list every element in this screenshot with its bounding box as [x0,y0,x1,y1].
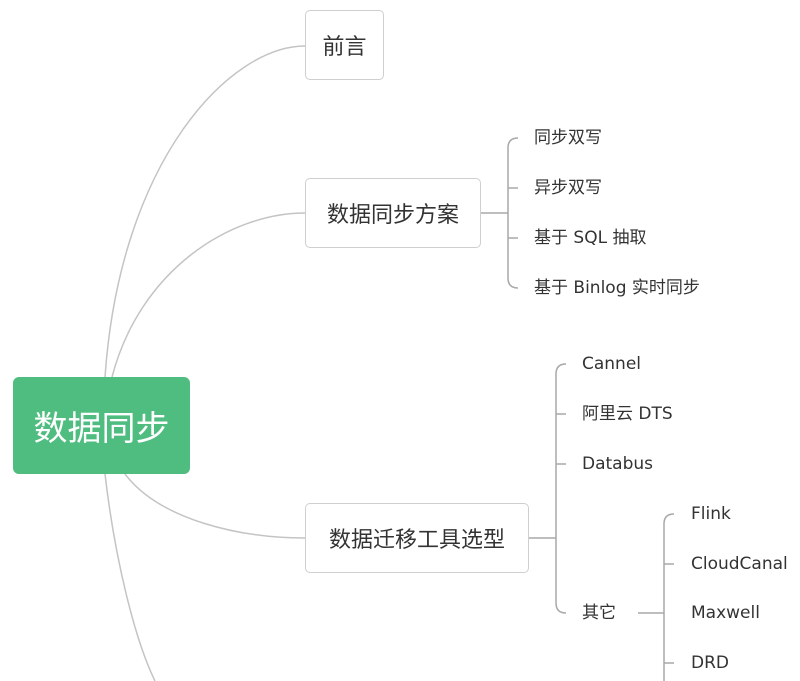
tools-branch-lines [529,363,567,614]
other-branch-lines [638,513,675,681]
other-item-drd[interactable]: DRD [691,653,729,673]
root-label: 数据同步 [33,409,170,449]
root-node[interactable]: 数据同步 [13,377,190,474]
tools-item-databus[interactable]: Databus [582,454,654,474]
tools-item-cannel[interactable]: Cannel [582,354,642,374]
connector-root-offscreen [104,473,156,681]
topic-tools[interactable]: 数据迁移工具选型 [305,503,529,573]
other-item-maxwell[interactable]: Maxwell [691,603,760,623]
other-item-cloudcanal[interactable]: CloudCanal [691,554,788,574]
sync-item-async-double-write[interactable]: 异步双写 [534,178,602,198]
tools-item-dts[interactable]: 阿里云 DTS [582,404,673,424]
connector-root-intro [104,45,306,378]
tools-item-other[interactable]: 其它 [582,603,616,623]
topic-sync-label: 数据同步方案 [326,203,459,228]
other-item-flink[interactable]: Flink [691,504,731,524]
sync-item-binlog[interactable]: 基于 Binlog 实时同步 [534,278,700,298]
topic-tools-label: 数据迁移工具选型 [328,528,505,553]
topic-sync[interactable]: 数据同步方案 [305,178,481,248]
connector-root-sync [111,212,306,378]
sync-branch-lines [481,137,519,289]
sync-item-sql-extract[interactable]: 基于 SQL 抽取 [534,228,647,248]
topic-intro[interactable]: 前言 [305,10,384,80]
connector-root-tools [124,473,306,539]
topic-intro-label: 前言 [322,35,367,60]
sync-item-double-write[interactable]: 同步双写 [534,128,602,148]
